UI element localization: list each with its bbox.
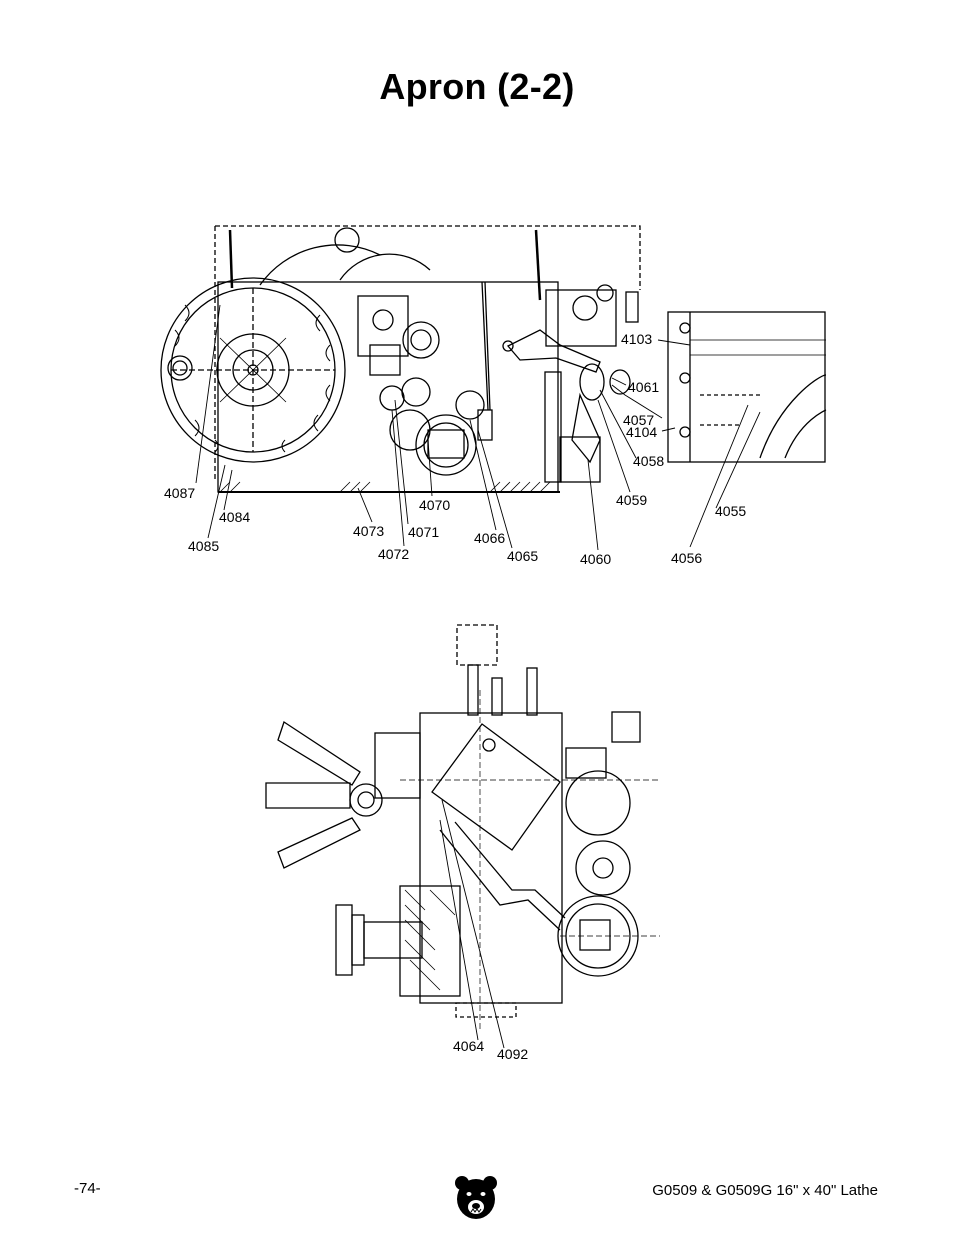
callout-4092: 4092 — [497, 1046, 528, 1062]
model-caption: G0509 & G0509G 16" x 40" Lathe — [652, 1182, 878, 1199]
callout-4059: 4059 — [616, 492, 647, 508]
callout-4073: 4073 — [353, 523, 384, 539]
apron-front-view — [160, 225, 827, 493]
callout-4084: 4084 — [219, 509, 250, 525]
page-title: Apron (2-2) — [379, 66, 575, 107]
callout-4066: 4066 — [474, 530, 505, 546]
callout-4065: 4065 — [507, 548, 538, 564]
callout-4064: 4064 — [453, 1038, 484, 1054]
callout-4056: 4056 — [671, 550, 702, 566]
callout-4070: 4070 — [419, 497, 450, 513]
callout-4071: 4071 — [408, 524, 439, 540]
callout-4104: 4104 — [626, 424, 657, 440]
callout-4060: 4060 — [580, 551, 611, 567]
callout-4055: 4055 — [715, 503, 746, 519]
callout-4058: 4058 — [633, 453, 664, 469]
page-number: -74- — [74, 1180, 101, 1197]
callout-4072: 4072 — [378, 546, 409, 562]
callout-4103: 4103 — [621, 331, 652, 347]
apron-side-view — [265, 624, 660, 1030]
callout-4087: 4087 — [164, 485, 195, 501]
callout-4057: 4057 — [623, 412, 654, 428]
callout-4085: 4085 — [188, 538, 219, 554]
grizzly-bear-logo-icon — [455, 1176, 497, 1219]
callout-4061: 4061 — [628, 379, 659, 395]
